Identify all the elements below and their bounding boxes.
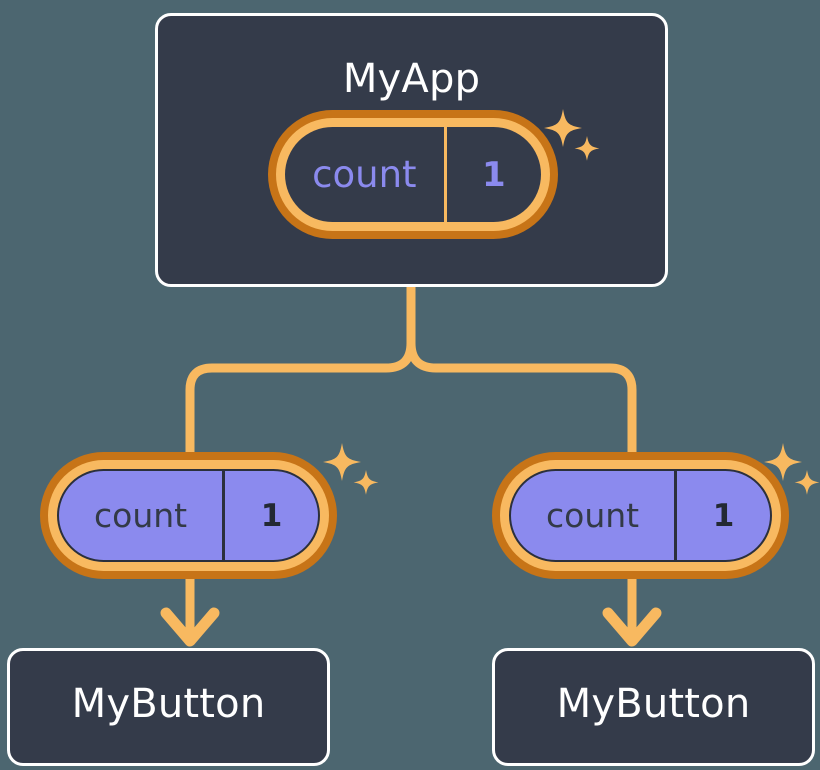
state-value-label: 1 [674,471,770,560]
arrowhead-left-icon [160,607,220,647]
state-pill-body: count 1 [57,469,320,562]
component-box-mybutton-right[interactable]: MyButton [492,648,815,766]
component-title-mybutton-left: MyButton [71,681,266,727]
connector-root-to-left [185,282,416,457]
connector-root-to-right [406,282,637,457]
state-pill-ring: count 1 [276,118,550,231]
arrowhead-right-icon [602,607,662,647]
state-pill-left[interactable]: count 1 [40,452,337,579]
state-pill-body: count 1 [285,127,541,222]
component-box-mybutton-left[interactable]: MyButton [7,648,330,766]
state-value-label: 1 [222,471,318,560]
state-pill-myapp[interactable]: count 1 [268,110,558,239]
component-title-mybutton-right: MyButton [556,681,751,727]
state-key-label: count [546,496,640,535]
state-value-label: 1 [443,127,541,222]
state-key-label: count [312,153,417,196]
state-key-label: count [94,496,188,535]
state-pill-body: count 1 [509,469,772,562]
state-pill-right[interactable]: count 1 [492,452,789,579]
component-title-myapp: MyApp [342,56,481,102]
state-pill-ring: count 1 [500,460,781,571]
state-pill-ring: count 1 [48,460,329,571]
